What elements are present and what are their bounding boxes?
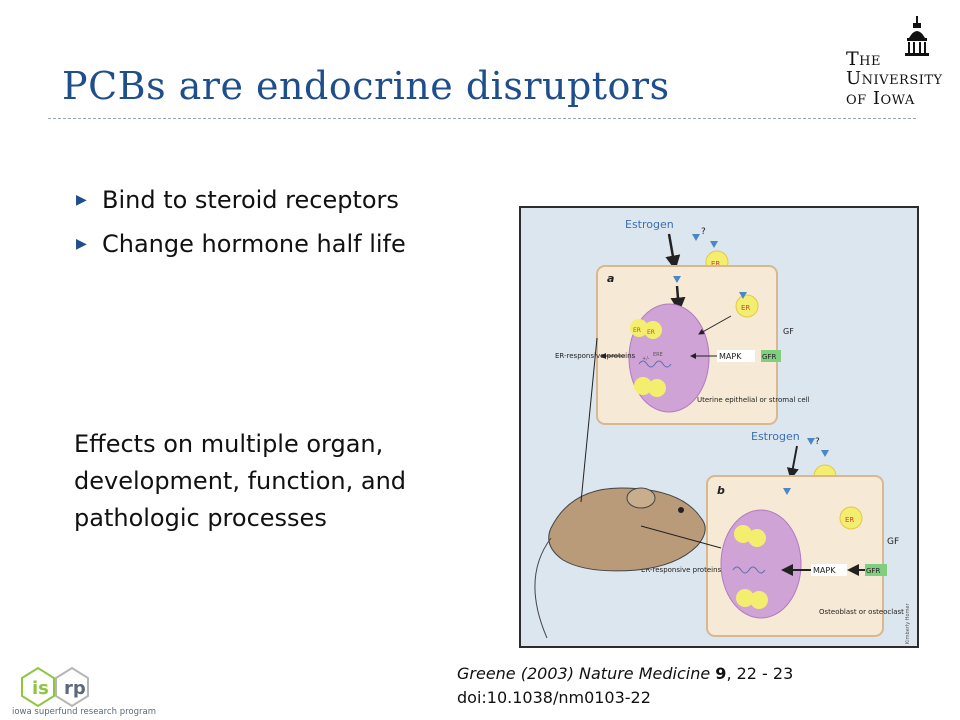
gfr-label: GFR [762, 353, 776, 361]
bullet-item: ▶ Bind to steroid receptors [76, 178, 406, 222]
estrogen-triangle-icon [710, 241, 718, 248]
top-estrogen-label: Estrogen [625, 218, 674, 231]
bottom-question-mark: ? [815, 437, 820, 447]
isrp-tagline: iowa superfund research program [12, 707, 156, 716]
hexagon-icon [21, 666, 55, 708]
er-label: ER [647, 329, 655, 336]
university-of-iowa-logo: The University of Iowa [838, 14, 942, 109]
bullet-text: Bind to steroid receptors [102, 186, 399, 214]
isrp-mark-left: is [32, 678, 49, 699]
title-divider [48, 118, 916, 119]
er-label: ER [845, 516, 854, 524]
er-label: ER [633, 327, 641, 334]
er-responsive-b: ER-responsive proteins [641, 566, 722, 574]
er-label: ER [711, 260, 720, 268]
citation-author: Greene (2003) [457, 664, 580, 683]
mapk-label: MAPK [719, 352, 742, 361]
logo-line-the: The [846, 48, 881, 70]
panel-b-cell-label: Osteoblast or osteoclast [819, 608, 904, 616]
logo-line-university: University [846, 68, 943, 89]
citation-pages: , 22 - 23 [726, 664, 794, 683]
er-label: ER [741, 304, 750, 312]
mapk-box [717, 350, 755, 362]
panel-a-label: a [607, 272, 614, 285]
mapk-label: MAPK [813, 566, 836, 575]
citation: Greene (2003) Nature Medicine 9, 22 - 23… [457, 662, 793, 710]
hexagon-icon [55, 666, 89, 708]
bullet-text: Change hormone half life [102, 230, 406, 258]
plusminus-label: +/- [642, 356, 650, 362]
logo-line-of-iowa: of Iowa [846, 88, 915, 109]
effects-paragraph: Effects on multiple organ, development, … [74, 430, 407, 532]
gf-label: GF [887, 537, 899, 547]
gfr-label: GFR [866, 567, 880, 575]
old-capitol-dome-icon [905, 16, 929, 56]
estrogen-signaling-figure: Estrogen ? ER a ER ER +/- ERE ER MAPK GF… [519, 206, 919, 648]
triangle-bullet-icon: ▶ [76, 236, 87, 252]
top-question-mark: ? [701, 227, 706, 237]
estrogen-triangle-icon [673, 276, 681, 283]
gfr-box [761, 350, 781, 362]
isrp-logo: is rp iowa superfund research program [8, 656, 248, 717]
citation-doi: doi:10.1038/nm0103-22 [457, 688, 651, 707]
bullet-list: ▶ Bind to steroid receptors ▶ Change hor… [76, 178, 406, 266]
slide-title: PCBs are endocrine disruptors [62, 64, 670, 108]
ere-label: ERE [653, 352, 663, 358]
citation-line-1: Greene (2003) Nature Medicine 9, 22 - 23 [457, 662, 793, 686]
citation-volume: 9 [715, 664, 727, 683]
citation-journal: Nature Medicine [579, 664, 711, 683]
triangle-bullet-icon: ▶ [76, 192, 87, 208]
estrogen-triangle-icon [692, 234, 700, 241]
mouse-illustration [548, 487, 706, 572]
bottom-estrogen-label: Estrogen [751, 430, 800, 443]
isrp-mark-right: rp [64, 678, 86, 699]
bullet-item: ▶ Change hormone half life [76, 222, 406, 266]
panel-b-label: b [717, 484, 725, 497]
gf-label: GF [783, 327, 794, 336]
panel-a-cell-label: Uterine epithelial or stromal cell [697, 396, 810, 404]
artist-credit: Kimberly Homer [905, 602, 911, 644]
